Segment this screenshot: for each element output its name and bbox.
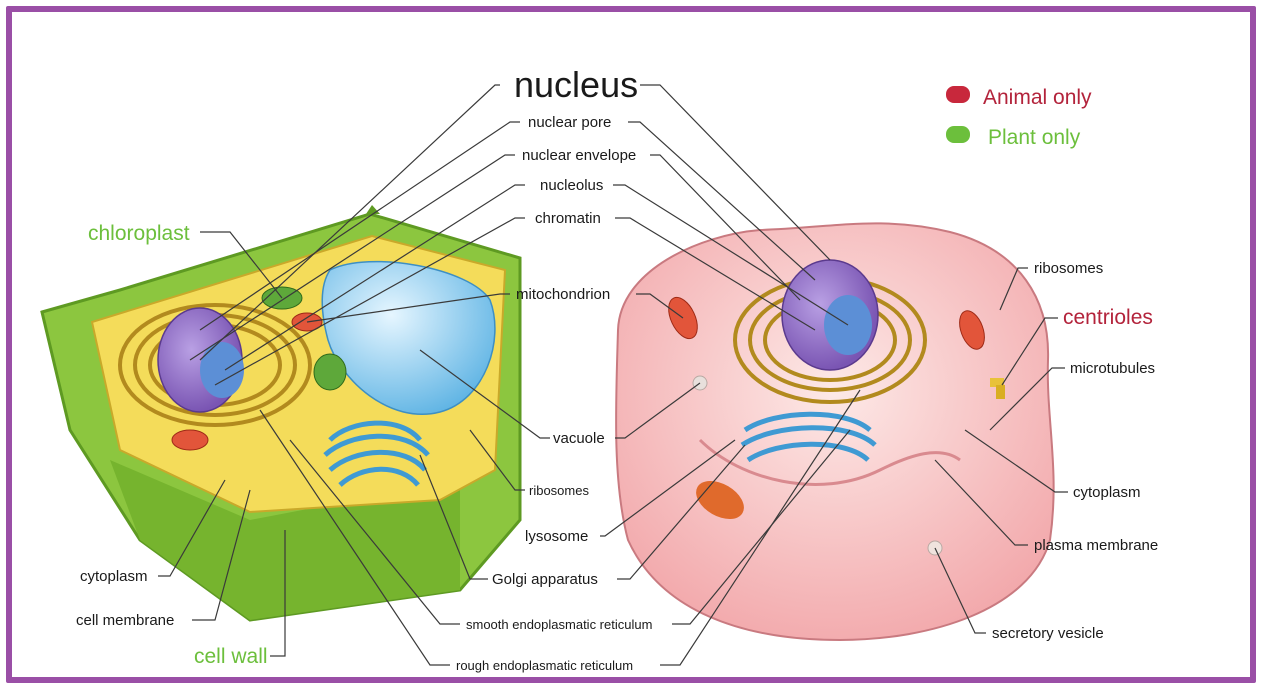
- label-cell-wall: cell wall: [194, 645, 268, 668]
- label-cytoplasm-plant: cytoplasm: [80, 568, 148, 585]
- label-microtubules: microtubules: [1070, 360, 1155, 377]
- label-nucleus: nucleus: [514, 64, 638, 105]
- plant-cell: [42, 205, 520, 620]
- label-plasma-membrane: plasma membrane: [1034, 537, 1158, 554]
- label-cell-membrane: cell membrane: [76, 612, 174, 629]
- label-chloroplast: chloroplast: [88, 222, 190, 245]
- label-mitochondrion: mitochondrion: [516, 286, 610, 303]
- label-nucleolus: nucleolus: [540, 177, 603, 194]
- label-golgi-apparatus: Golgi apparatus: [492, 571, 598, 588]
- label-nuclear-envelope: nuclear envelope: [522, 147, 636, 164]
- label-cytoplasm-animal: cytoplasm: [1073, 484, 1141, 501]
- animal-cell: [616, 223, 1054, 640]
- label-chromatin: chromatin: [535, 210, 601, 227]
- label-ribosomes-animal: ribosomes: [1034, 260, 1103, 277]
- plant-chloroplast-shape: [314, 354, 346, 390]
- label-vacuole: vacuole: [553, 430, 605, 447]
- plant-wall-spike: [366, 205, 380, 214]
- legend-animal-swatch: [946, 86, 970, 103]
- legend-animal-label: Animal only: [983, 86, 1092, 109]
- legend-plant-label: Plant only: [988, 126, 1081, 149]
- legend-plant-swatch: [946, 126, 970, 143]
- plant-nucleolus-shape: [200, 342, 244, 398]
- label-rough-er: rough endoplasmatic reticulum: [456, 658, 633, 673]
- label-smooth-er: smooth endoplasmatic reticulum: [466, 617, 652, 632]
- label-secretory-vesicle: secretory vesicle: [992, 625, 1104, 642]
- label-ribosomes-plant: ribosomes: [529, 483, 589, 498]
- label-nuclear-pore: nuclear pore: [528, 114, 611, 131]
- label-lysosome: lysosome: [525, 528, 588, 545]
- legend: Animal only Plant only: [946, 86, 1092, 149]
- plant-mitochondrion-shape: [172, 430, 208, 450]
- animal-centriole-shape: [996, 385, 1005, 399]
- label-centrioles: centrioles: [1063, 306, 1153, 329]
